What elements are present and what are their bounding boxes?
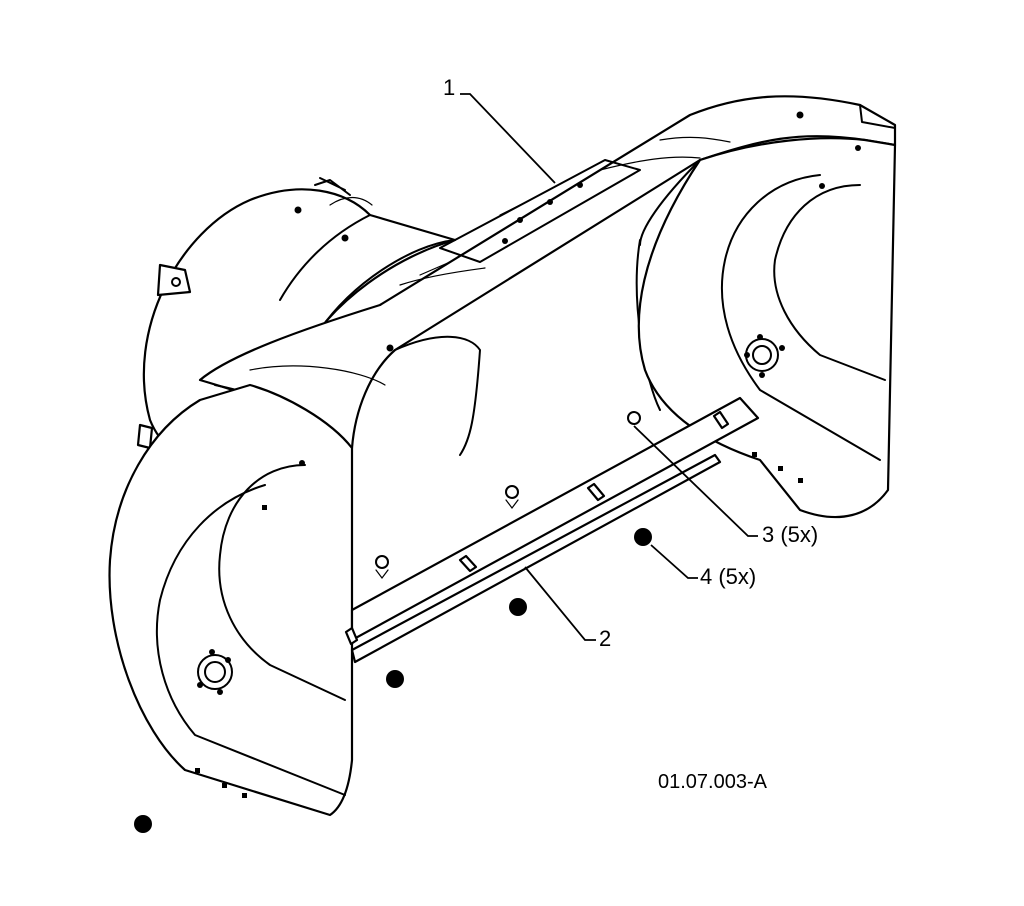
callout-4: 4 (5x) (700, 564, 757, 589)
leader-4 (650, 544, 698, 579)
leader-3 (633, 425, 758, 537)
nuts (134, 528, 652, 833)
callout-3: 3 (5x) (762, 522, 819, 547)
leader-lines (460, 93, 758, 641)
nut-1 (634, 528, 652, 546)
leader-1 (460, 93, 556, 184)
leader-2 (524, 566, 596, 641)
left-side-plate (108, 383, 354, 817)
housing-top-panel (198, 95, 897, 450)
nut-2 (509, 598, 527, 616)
nut-3 (386, 670, 404, 688)
figure-id: 01.07.003-A (658, 771, 767, 793)
nut-4 (134, 815, 152, 833)
callout-2: 2 (599, 626, 612, 651)
scraper-bar (344, 396, 760, 666)
callout-1: 1 (443, 75, 456, 100)
